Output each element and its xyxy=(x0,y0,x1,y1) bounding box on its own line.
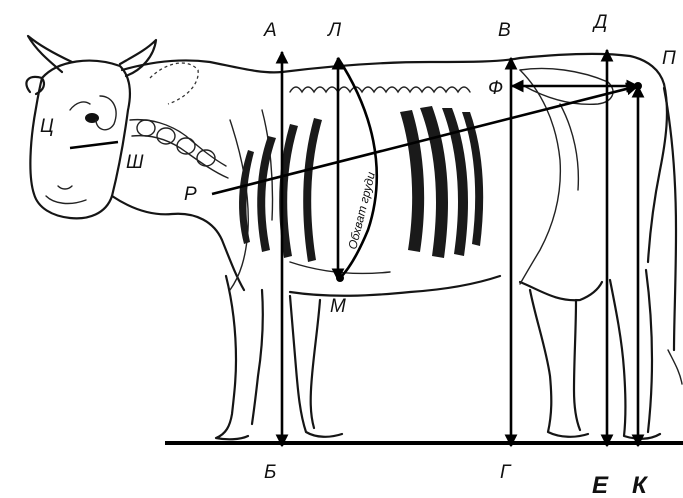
label-K: К xyxy=(632,472,649,498)
label-D: Д xyxy=(592,12,607,33)
label-R: Р xyxy=(184,184,197,205)
label-E: Е xyxy=(592,472,609,498)
label-F: Ф xyxy=(488,78,503,99)
label-Ts: Ц xyxy=(40,116,54,137)
label-M: М xyxy=(330,296,346,317)
label-G: Г xyxy=(500,462,512,483)
label-L: Л xyxy=(326,20,342,41)
label-Sh: Ш xyxy=(126,152,144,173)
label-A: А xyxy=(263,20,277,41)
label-V: В xyxy=(498,20,511,41)
label-B: Б xyxy=(264,462,276,483)
label-P: П xyxy=(662,48,676,69)
